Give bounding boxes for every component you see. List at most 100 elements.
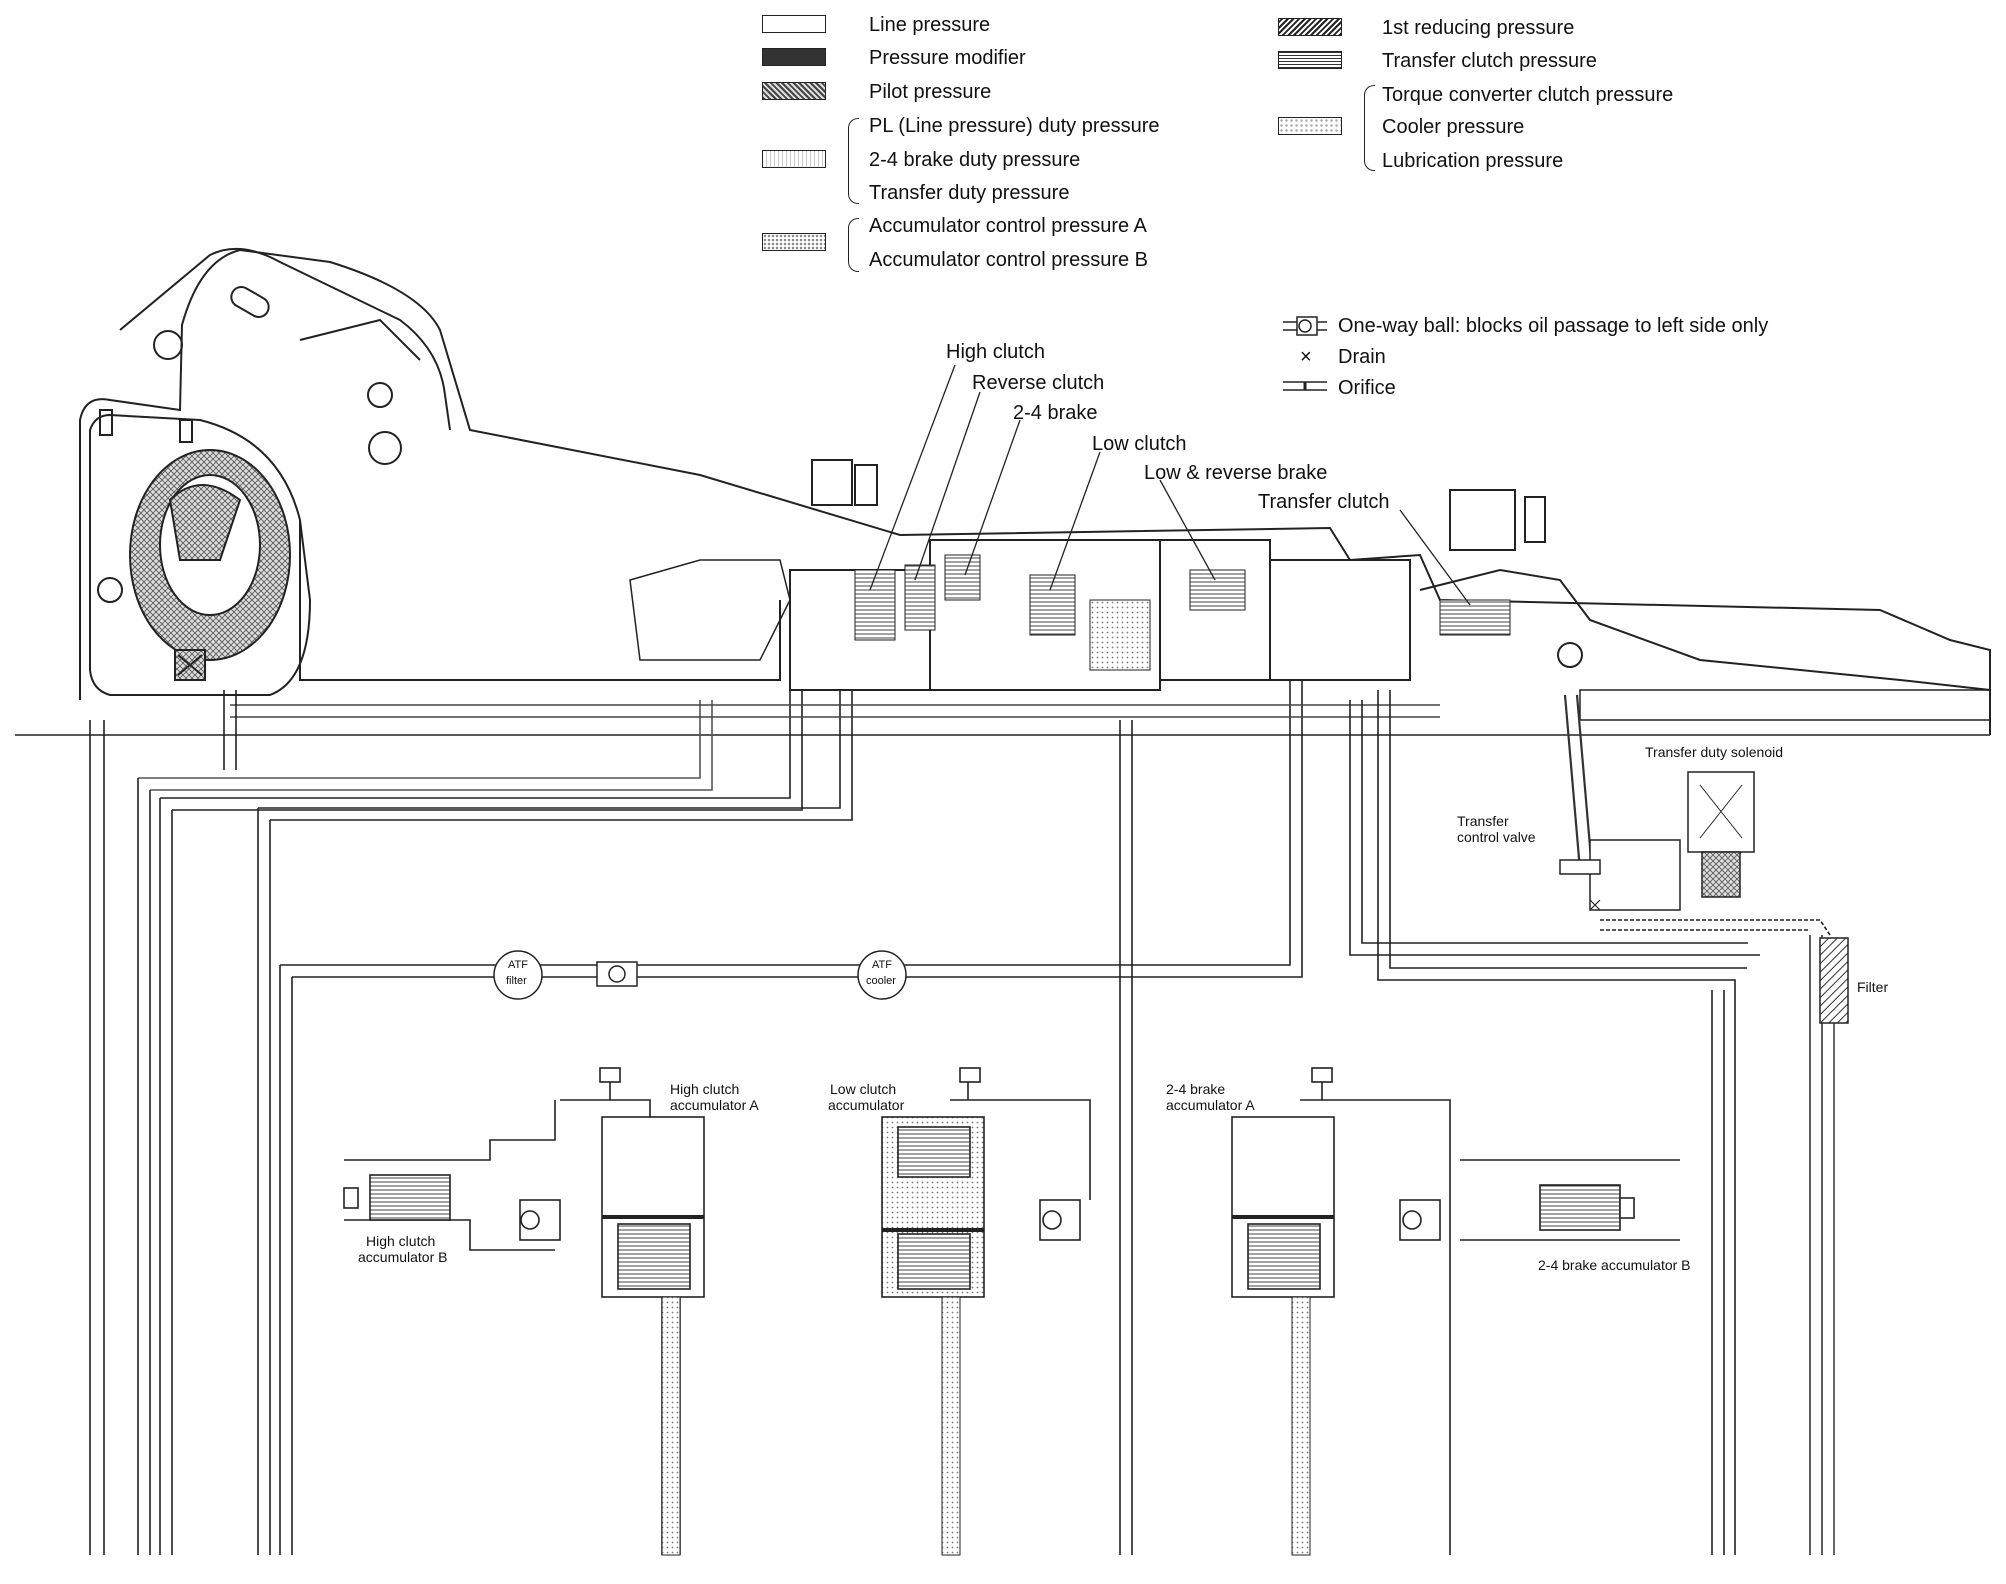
filter-element [1819, 937, 1849, 1024]
label-atf-cooler-1: ATF [872, 959, 892, 971]
leader-high-clutch [869, 364, 956, 591]
legend-pl-duty: PL (Line pressure) duty pressure [869, 115, 1160, 137]
swatch-first-reducing [1278, 18, 1342, 36]
orifice-label: Orifice [1338, 377, 1396, 399]
accumulators [343, 1067, 1680, 1556]
label-b24-acc-a-1: 2-4 brake [1166, 1081, 1226, 1097]
label-b24-acc-b: 2-4 brake accumulator B [1538, 1257, 1691, 1273]
legend-24-brake-duty: 2-4 brake duty pressure [869, 149, 1081, 171]
legend-lubrication: Lubrication pressure [1382, 150, 1564, 172]
passage-converter-feed [223, 690, 237, 770]
low-reverse-brake-pack [1189, 569, 1246, 611]
hc-acc-a-rod [661, 1296, 681, 1556]
passage-atf-line [280, 680, 1303, 978]
passage-tcc [138, 700, 713, 791]
label-low-reverse-brake: Low & reverse brake [1144, 462, 1328, 484]
atf-filter [493, 950, 543, 1000]
b24-acc-a-cap [1311, 1067, 1333, 1083]
legend-line-pressure: Line pressure [869, 14, 991, 36]
label-low-acc-2: accumulator [828, 1097, 905, 1113]
hc-acc-a-feed [560, 1080, 651, 1120]
label-low-acc-1: Low clutch [830, 1081, 897, 1097]
label-atf-filter-2: filter [506, 975, 527, 987]
valve-spool [1559, 859, 1601, 875]
housing-boss-3 [367, 382, 393, 408]
label-atf-filter-1: ATF [508, 959, 528, 971]
one-way-ball-label: One-way ball: blocks oil passage to left… [1338, 315, 1769, 337]
b24-acc-b-body [1539, 1184, 1621, 1231]
passage-transfer-feed [1563, 694, 1594, 871]
label-brake-24: 2-4 brake [1013, 402, 1098, 424]
atf-cooler [857, 950, 907, 1000]
legend-transfer-duty: Transfer duty pressure [869, 182, 1070, 204]
leader-brake-24 [964, 419, 1021, 576]
passage-left-1 [89, 720, 105, 1555]
swatch-transfer-clutch [1278, 51, 1342, 69]
passage-cooler [258, 690, 853, 821]
low-acc-cap [959, 1067, 981, 1083]
passage-left-5 [279, 965, 293, 1555]
oil-pump-cap-2 [854, 464, 878, 506]
passage-center-1 [1119, 720, 1133, 1555]
transfer-boss-2 [1524, 496, 1546, 543]
label-b24-acc-a-2: accumulator A [1166, 1097, 1255, 1113]
hc-acc-b-body [369, 1174, 451, 1221]
passage-right-filter [1809, 935, 1823, 1555]
label-high-clutch: High clutch [946, 341, 1045, 363]
drain-icon: × [1300, 346, 1312, 368]
passage-left-2 [137, 778, 151, 1555]
one-way-ball-icon [1283, 316, 1327, 336]
atf-circuit [493, 950, 907, 1000]
legend-acc-control-a: Accumulator control pressure A [869, 215, 1147, 237]
b24-acc-a-spring [1247, 1223, 1321, 1290]
label-hc-acc-a-1: High clutch [670, 1081, 740, 1097]
transfer-clutch-pack [1439, 599, 1511, 636]
orifice-icon [1283, 381, 1327, 391]
legend-first-reducing: 1st reducing pressure [1382, 17, 1575, 39]
label-hc-acc-b-1: High clutch [366, 1233, 436, 1249]
swatch-accumulator-control [762, 233, 826, 251]
transfer-boss [1449, 489, 1516, 551]
housing-boss-2 [368, 431, 402, 465]
label-hc-acc-b-2: accumulator B [358, 1249, 448, 1265]
transfer-control-valve [1589, 839, 1681, 911]
reverse-clutch-pack [904, 564, 936, 631]
swatch-pilot-pressure [762, 82, 826, 100]
passage-left-3 [159, 798, 173, 1555]
legend-tcc: Torque converter clutch pressure [1382, 84, 1674, 106]
passage-transfer-clutch [1600, 919, 1831, 936]
legend-pilot-pressure: Pilot pressure [869, 81, 992, 103]
low-acc-spring-top [897, 1126, 971, 1178]
leader-reverse-clutch [914, 391, 981, 581]
passage-main-rail [230, 704, 1440, 718]
label-transfer-valve-2: control valve [1457, 829, 1536, 845]
valve-drain [1589, 899, 1601, 911]
label-transfer-valve-1: Transfer [1457, 813, 1509, 829]
converter-mount-pin [99, 409, 113, 436]
legend-transfer-clutch: Transfer clutch pressure [1382, 50, 1597, 72]
one-way-ball [608, 965, 626, 983]
swatch-pressure-modifier [762, 48, 826, 66]
low-acc-rod [941, 1296, 961, 1556]
low-acc-spring-bottom [897, 1233, 971, 1290]
legend-pressure-modifier: Pressure modifier [869, 47, 1026, 69]
swatch-line-pressure [762, 15, 826, 33]
high-clutch-pack [854, 569, 896, 641]
input-shaft-housing [299, 520, 781, 681]
bellhousing-upper [119, 247, 451, 431]
transfer-solenoid-assembly [1559, 771, 1849, 1555]
passage-right-1 [1711, 990, 1725, 1555]
legend-acc-control-b: Accumulator control pressure B [869, 249, 1149, 271]
planetary-set [1089, 599, 1151, 671]
converter-mount-pin-2 [179, 419, 193, 443]
brake-24-pack [944, 554, 981, 601]
passage-lube [160, 690, 803, 811]
label-transfer-duty-solenoid: Transfer duty solenoid [1645, 744, 1783, 760]
hc-acc-a-spring [617, 1223, 691, 1290]
legend-cooler: Cooler pressure [1382, 116, 1525, 138]
label-atf-cooler-2: cooler [866, 975, 896, 987]
passage-left-4 [257, 808, 271, 1555]
passage-center-2 [1349, 700, 1760, 956]
converter-blade [168, 484, 242, 561]
